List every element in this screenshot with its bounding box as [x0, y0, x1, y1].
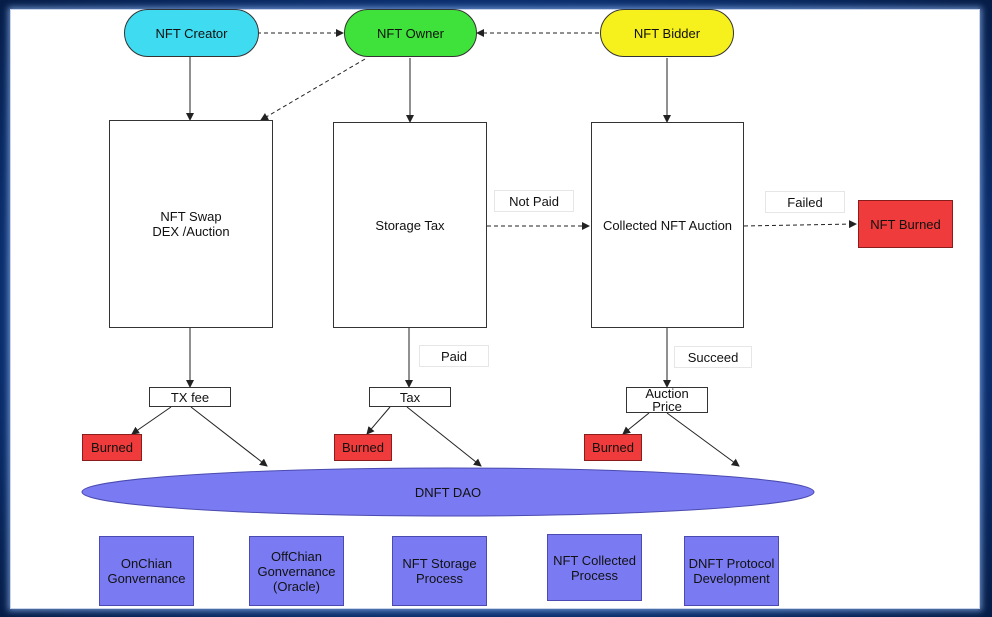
edge-price-burned	[622, 412, 650, 435]
edge-tax-burned	[366, 406, 391, 435]
edge-owner-swap	[260, 58, 366, 121]
edge-txfee-burned	[131, 406, 172, 435]
burned-box-swap: Burned	[82, 434, 142, 461]
edge-txfee-dao	[190, 406, 268, 467]
dao-use-onchain-governance: OnChian Gonvernance	[99, 536, 194, 606]
diagram-canvas: NFT Creator NFT Owner NFT Bidder NFT Swa…	[10, 9, 980, 609]
label-not-paid: Not Paid	[494, 190, 574, 212]
diagram-edges	[81, 29, 857, 517]
edge-auction-nftburned	[743, 220, 857, 229]
edge-tax-dao	[406, 406, 482, 467]
edge-price-dao	[666, 412, 740, 467]
label-paid: Paid	[419, 345, 489, 367]
fee-tx-fee: TX fee	[149, 387, 231, 407]
fee-tax: Tax	[369, 387, 451, 407]
dao-use-nft-collected-process: NFT Collected Process	[547, 534, 642, 601]
process-storage-tax: Storage Tax	[333, 122, 487, 328]
dao-ellipse	[81, 467, 815, 517]
nft-burned-box: NFT Burned	[858, 200, 953, 248]
actor-nft-owner: NFT Owner	[344, 9, 477, 57]
burned-box-tax: Burned	[334, 434, 392, 461]
process-nft-swap: NFT Swap DEX /Auction	[109, 120, 273, 328]
dao-use-offchain-governance: OffChian Gonvernance (Oracle)	[249, 536, 344, 606]
process-collected-auction: Collected NFT Auction	[591, 122, 744, 328]
actor-nft-bidder: NFT Bidder	[600, 9, 734, 57]
dao-use-dnft-protocol-development: DNFT Protocol Development	[684, 536, 779, 606]
actor-nft-creator: NFT Creator	[124, 9, 259, 57]
dao-label: DNFT DAO	[414, 484, 482, 500]
fee-auction-price: Auction Price	[626, 387, 708, 413]
label-failed: Failed	[765, 191, 845, 213]
dao-use-nft-storage-process: NFT Storage Process	[392, 536, 487, 606]
burned-box-auction: Burned	[584, 434, 642, 461]
label-succeed: Succeed	[674, 346, 752, 368]
